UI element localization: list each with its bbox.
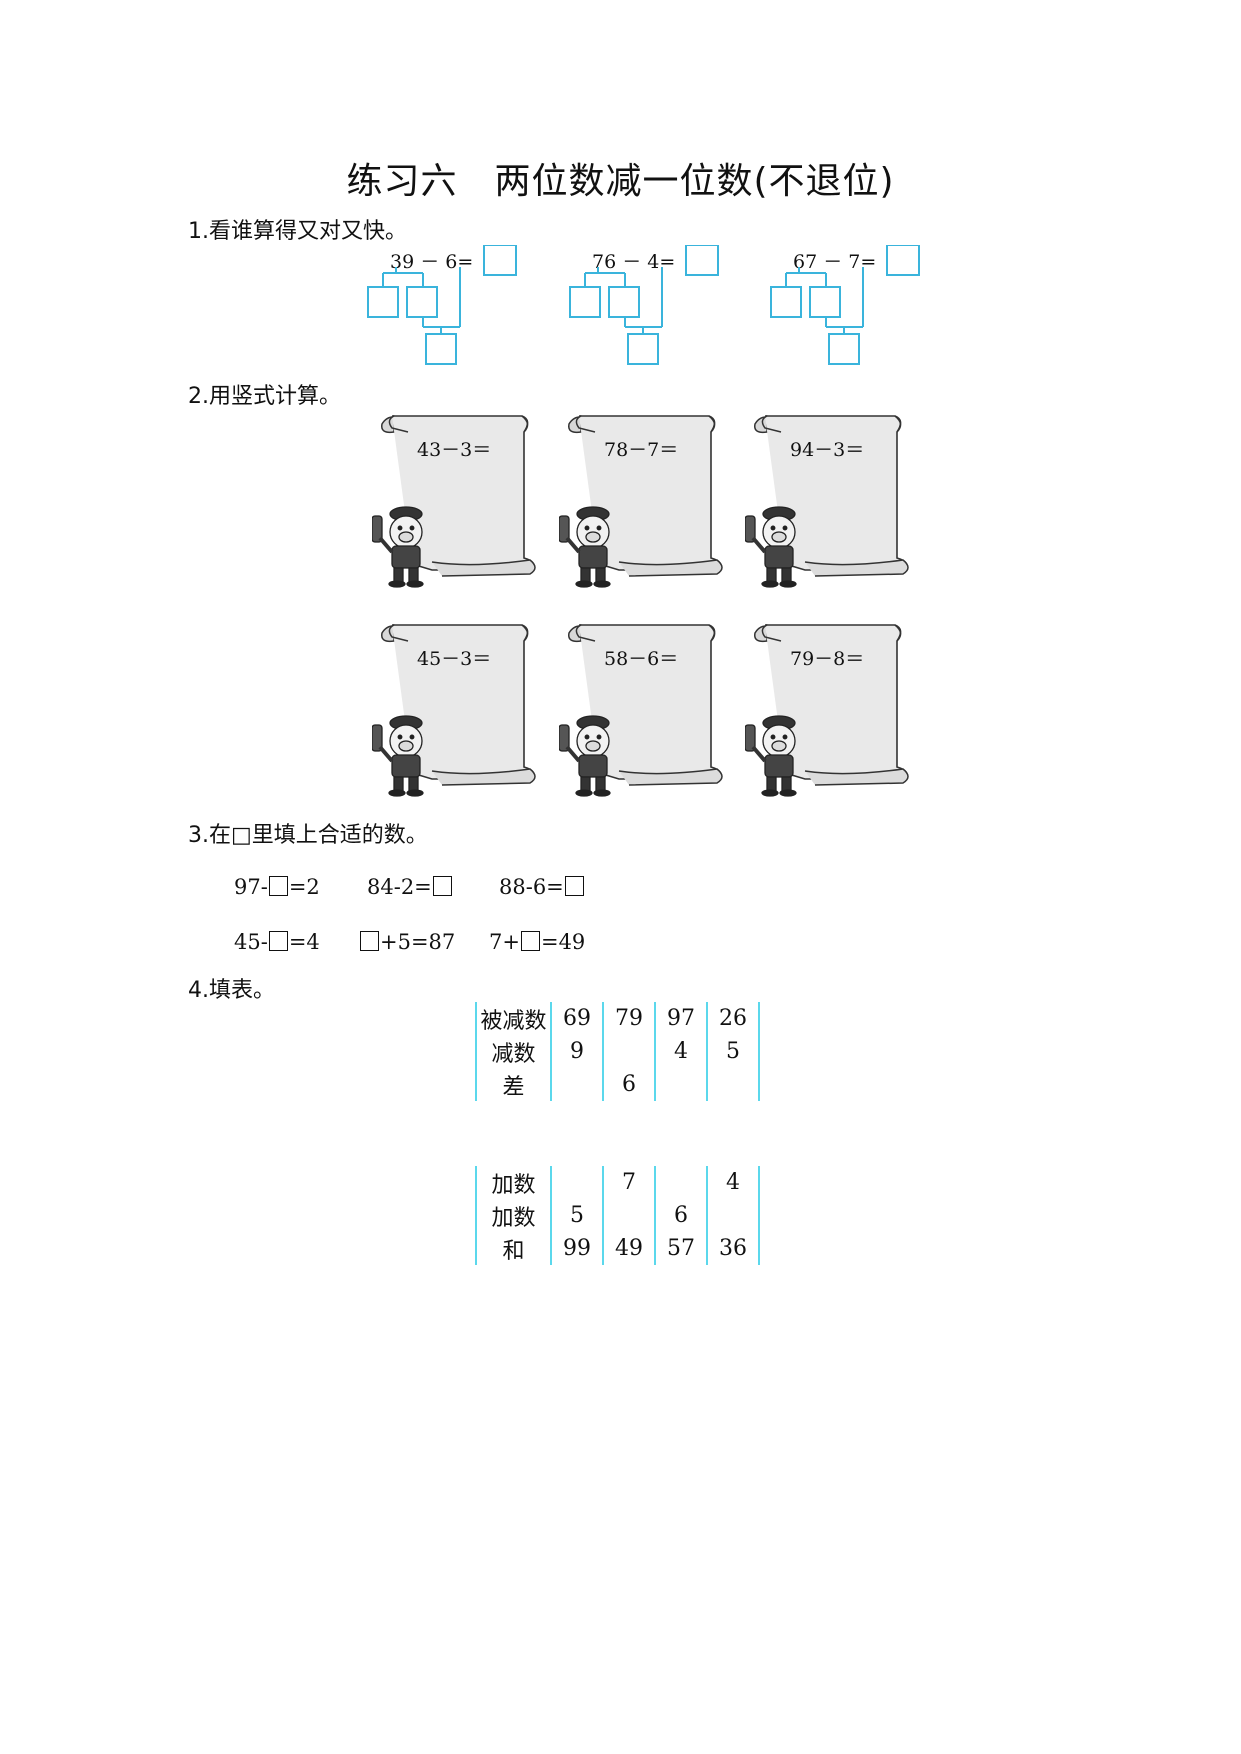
table-cell[interactable]	[602, 1199, 656, 1232]
pig-mascot	[559, 715, 611, 797]
scroll-problem-6: 79－8＝	[745, 619, 915, 799]
table-cell[interactable]	[602, 1035, 656, 1068]
partial-result-box	[627, 333, 659, 365]
scroll-pig-illustration	[745, 623, 909, 797]
scroll-problem-3: 94－3＝	[745, 410, 915, 590]
blank-box[interactable]	[268, 931, 288, 951]
fill-item: 45-=4	[234, 930, 320, 954]
table-cell[interactable]: 6	[602, 1068, 656, 1101]
vertical-calc-problem: 58－6＝	[604, 648, 679, 670]
table-cell[interactable]	[550, 1166, 604, 1199]
vertical-calc-problem: 43－3＝	[417, 439, 492, 461]
blank-box[interactable]	[360, 931, 379, 951]
subtraction-table: 被减数 69 79 97 26 减数 9 4 5 差 6	[475, 1002, 760, 1101]
decompose-diagram	[569, 245, 719, 365]
table-cell[interactable]: 36	[706, 1232, 760, 1265]
decompose-problem-3: 67 － 7=	[766, 245, 966, 385]
row-label: 被减数	[475, 1002, 552, 1035]
table-cell[interactable]: 4	[654, 1035, 708, 1068]
table-cell[interactable]: 9	[550, 1035, 604, 1068]
table-row: 加数 7 4	[475, 1166, 760, 1199]
ones-box	[608, 286, 640, 318]
row-label: 差	[475, 1068, 552, 1101]
fill-item: 88-6=	[499, 875, 585, 899]
scroll-pig-illustration	[559, 623, 723, 797]
tens-box	[770, 286, 802, 318]
vertical-calc-problem: 45－3＝	[417, 648, 492, 670]
scroll-pig-illustration	[372, 623, 536, 797]
pig-mascot	[372, 715, 424, 797]
table-cell[interactable]	[706, 1199, 760, 1232]
blank-box[interactable]	[520, 931, 540, 951]
decompose-problem-1: 39 － 6=	[363, 245, 563, 385]
table-cell[interactable]	[654, 1068, 708, 1101]
page-title: 练习六 两位数减一位数(不退位)	[346, 161, 895, 202]
section4-heading: 4.填表。	[188, 978, 275, 1003]
table-cell[interactable]: 26	[706, 1002, 760, 1035]
pig-mascot	[745, 715, 797, 797]
tens-box	[569, 286, 601, 318]
table-row: 差 6	[475, 1068, 760, 1101]
blank-box[interactable]	[564, 876, 584, 896]
result-box	[685, 245, 719, 276]
result-box	[886, 245, 920, 276]
ones-box	[809, 286, 841, 318]
pig-mascot	[745, 506, 797, 588]
blank-box[interactable]	[432, 876, 452, 896]
decompose-diagram	[367, 245, 517, 365]
addition-table: 加数 7 4 加数 5 6 和 99 49 57 36	[475, 1166, 760, 1265]
scroll-problem-1: 43－3＝	[372, 410, 542, 590]
table-cell[interactable]: 7	[602, 1166, 656, 1199]
section2-heading: 2.用竖式计算。	[188, 384, 341, 409]
section3-heading: 3.在□里填上合适的数。	[188, 823, 428, 848]
vertical-calc-problem: 79－8＝	[790, 648, 865, 670]
decompose-diagram	[770, 245, 920, 365]
scroll-pig-illustration	[745, 414, 909, 588]
scroll-problem-4: 45－3＝	[372, 619, 542, 799]
table-cell[interactable]: 99	[550, 1232, 604, 1265]
table-row: 和 99 49 57 36	[475, 1232, 760, 1265]
table-cell[interactable]	[654, 1166, 708, 1199]
fill-item: 84-2=	[367, 875, 453, 899]
table-cell[interactable]: 69	[550, 1002, 604, 1035]
tens-box	[367, 286, 399, 318]
partial-result-box	[425, 333, 457, 365]
result-box	[483, 245, 517, 276]
table-cell[interactable]	[706, 1068, 760, 1101]
table-cell[interactable]: 4	[706, 1166, 760, 1199]
table-cell[interactable]: 57	[654, 1232, 708, 1265]
pig-mascot	[372, 506, 424, 588]
pig-mascot	[559, 506, 611, 588]
table-row: 被减数 69 79 97 26	[475, 1002, 760, 1035]
scroll-problem-5: 58－6＝	[559, 619, 729, 799]
scroll-pig-illustration	[372, 414, 536, 588]
row-label: 和	[475, 1232, 552, 1265]
ones-box	[406, 286, 438, 318]
vertical-calc-problem: 94－3＝	[790, 439, 865, 461]
table-row: 加数 5 6	[475, 1199, 760, 1232]
table-cell[interactable]: 79	[602, 1002, 656, 1035]
table-cell[interactable]: 5	[706, 1035, 760, 1068]
table-row: 减数 9 4 5	[475, 1035, 760, 1068]
blank-box[interactable]	[268, 876, 288, 896]
fill-item: +5=87	[359, 930, 455, 954]
table-cell[interactable]: 49	[602, 1232, 656, 1265]
vertical-calc-problem: 78－7＝	[604, 439, 679, 461]
table-cell[interactable]: 97	[654, 1002, 708, 1035]
fill-item: 7+=49	[489, 930, 586, 954]
table-cell[interactable]: 5	[550, 1199, 604, 1232]
scroll-pig-illustration	[559, 414, 723, 588]
scroll-problem-2: 78－7＝	[559, 410, 729, 590]
row-label: 加数	[475, 1166, 552, 1199]
row-label: 加数	[475, 1199, 552, 1232]
table-cell[interactable]: 6	[654, 1199, 708, 1232]
decompose-problem-2: 76 － 4=	[565, 245, 765, 385]
partial-result-box	[828, 333, 860, 365]
table-cell[interactable]	[550, 1068, 604, 1101]
section1-heading: 1.看谁算得又对又快。	[188, 219, 407, 244]
fill-item: 97-=2	[234, 875, 320, 899]
row-label: 减数	[475, 1035, 552, 1068]
